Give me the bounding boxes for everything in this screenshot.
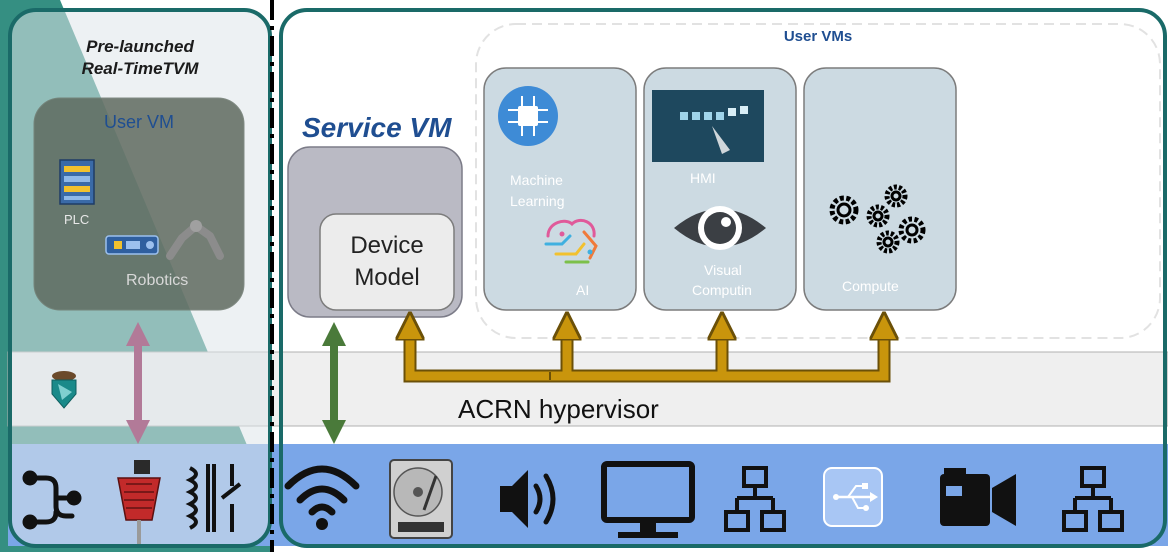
device-model-line1: Device xyxy=(350,232,424,259)
display-monitor-icon xyxy=(601,461,695,538)
visual-computing-label-line2: Computin xyxy=(692,282,752,298)
usb-icon xyxy=(823,467,883,527)
yellow-bus-line xyxy=(405,332,889,381)
compute-vm-tile xyxy=(803,67,957,311)
hypervisor-label: ACRN hypervisor xyxy=(458,394,659,424)
compute-label: Compute xyxy=(842,278,899,294)
left-partition-title-line1: Pre-launched xyxy=(86,37,194,56)
machine-learning-label-line2: Learning xyxy=(510,193,565,209)
network-icon xyxy=(724,466,786,532)
plc-icon xyxy=(59,159,95,205)
device-model-box xyxy=(319,213,455,311)
device-model-line2: Model xyxy=(354,264,420,291)
compute-gears-icon xyxy=(829,184,926,254)
hard-drive-icon xyxy=(389,459,453,539)
ai-label: AI xyxy=(576,282,590,298)
transformer-relay-icon xyxy=(185,464,242,532)
right-partition-border xyxy=(279,8,1167,548)
network-icon-2 xyxy=(1062,466,1124,532)
gpio-icon xyxy=(22,470,82,530)
hmi-label: HMI xyxy=(690,170,716,186)
wifi-icon xyxy=(284,465,360,530)
service-vm-title: Service VM xyxy=(302,112,452,143)
machine-learning-chip-icon xyxy=(498,86,558,146)
visual-computing-label-line1: Visual xyxy=(704,262,742,278)
left-partition-title-line2: Real-TimeTVM xyxy=(81,59,199,78)
plc-label: PLC xyxy=(64,212,90,227)
visual-computing-eye-icon xyxy=(674,206,766,250)
ai-brain-icon xyxy=(544,219,598,264)
left-user-vm-box xyxy=(33,97,245,311)
controller-icon xyxy=(105,235,159,255)
motor-icon xyxy=(117,460,161,544)
video-camera-icon xyxy=(940,468,1016,526)
user-vms-group xyxy=(475,23,1161,339)
robotics-label: Robotics xyxy=(126,272,189,289)
user-vms-title: User VMs xyxy=(783,28,853,45)
left-user-vm-label: User VM xyxy=(103,112,174,132)
speaker-icon xyxy=(500,470,556,528)
robot-arm-icon xyxy=(166,220,224,260)
machine-learning-label-line1: Machine xyxy=(510,172,563,188)
hmi-image xyxy=(652,90,764,162)
acrn-logo-icon xyxy=(51,371,77,409)
